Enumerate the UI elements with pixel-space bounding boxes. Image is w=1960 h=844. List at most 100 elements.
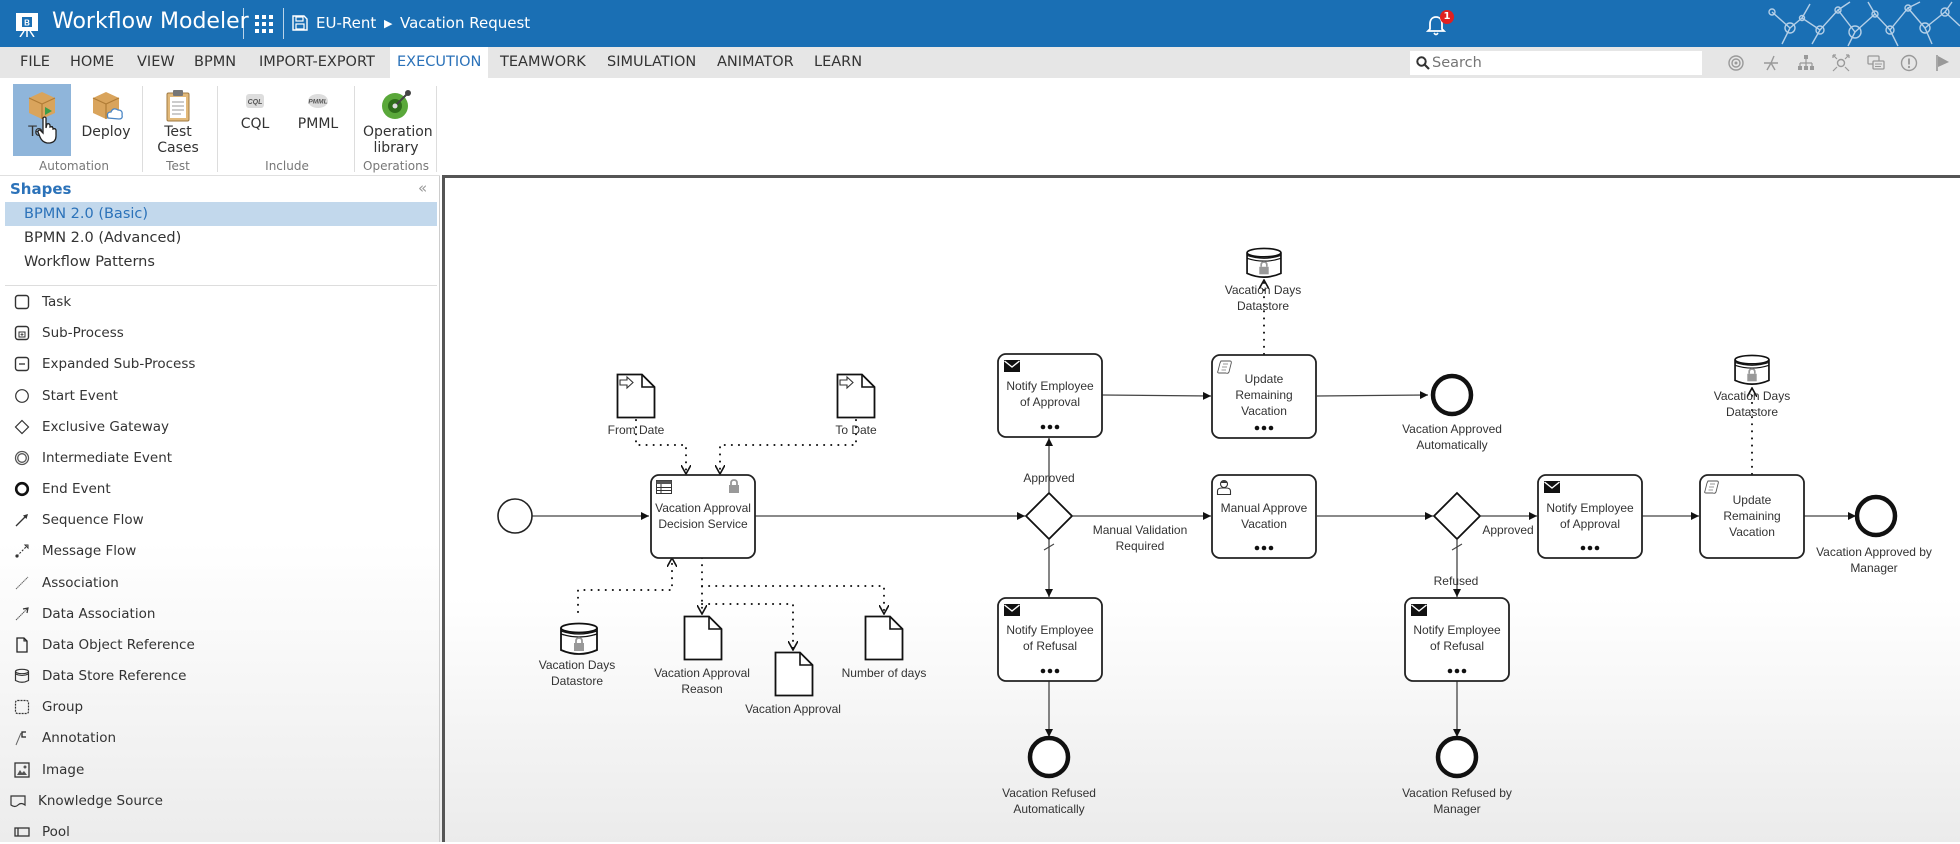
library-bpmn-advanced[interactable]: BPMN 2.0 (Advanced) xyxy=(24,230,182,246)
end-event-vacation-refused-by-manager[interactable]: Vacation Refused by Manager xyxy=(1402,735,1512,816)
task-notify-employee-of-approval-2[interactable]: Notify Employee of Approval xyxy=(1537,474,1643,559)
focus-icon[interactable] xyxy=(1832,54,1850,72)
task-label: of Refusal xyxy=(1430,639,1484,653)
menu-view[interactable]: VIEW xyxy=(137,54,175,70)
shape-label: Pool xyxy=(42,824,70,840)
start-event[interactable] xyxy=(497,498,533,534)
divider xyxy=(0,175,440,176)
data-object-vacation-approval[interactable]: Vacation Approval xyxy=(745,651,841,717)
clipboard-icon xyxy=(166,90,190,122)
menu-bpmn[interactable]: BPMN xyxy=(194,54,237,70)
group-divider xyxy=(436,86,437,172)
pmml-icon: PMML xyxy=(308,94,328,108)
more-icon xyxy=(1580,545,1600,551)
shape-label: Group xyxy=(42,699,84,715)
alert-icon[interactable] xyxy=(1900,54,1918,72)
library-bpmn-basic[interactable]: BPMN 2.0 (Basic) xyxy=(5,202,437,226)
cql-button[interactable]: CQL CQL xyxy=(228,84,282,156)
bell-icon[interactable] xyxy=(1426,14,1446,36)
group-label-automation: Automation xyxy=(39,159,109,173)
end-event-label: Automatically xyxy=(1416,438,1487,452)
breadcrumb-diagram[interactable]: Vacation Request xyxy=(400,14,531,32)
group-label-operations: Operations xyxy=(363,159,429,173)
data-object-icon xyxy=(774,651,814,697)
flag-icon[interactable] xyxy=(1934,54,1952,72)
task-notify-employee-of-refusal-2[interactable]: Notify Employee of Refusal xyxy=(1404,597,1510,682)
search-input[interactable] xyxy=(1432,53,1692,73)
end-event-vacation-approved-by-manager[interactable]: Vacation Approved by Manager xyxy=(1816,494,1932,575)
business-rule-icon xyxy=(656,480,672,494)
flow-notify-approval1-to-update1[interactable] xyxy=(1101,391,1212,400)
exclusive-gateway-1[interactable] xyxy=(1024,491,1074,541)
target-icon[interactable] xyxy=(1727,54,1745,72)
data-object-label: Vacation Approval xyxy=(654,666,750,680)
data-store-vacation-days-1[interactable]: Vacation Days Datastore xyxy=(539,622,615,689)
menu-home[interactable]: HOME xyxy=(70,54,114,70)
data-store-label: Vacation Days xyxy=(1225,283,1301,297)
end-event-vacation-approved-automatically[interactable]: Vacation Approved Automatically xyxy=(1402,373,1502,452)
hierarchy-icon[interactable] xyxy=(1797,54,1815,72)
explore-icon[interactable] xyxy=(1762,54,1780,72)
data-store-vacation-days-3[interactable]: Vacation Days Datastore xyxy=(1714,354,1790,419)
data-object-vacation-approval-reason[interactable]: Vacation Approval Reason xyxy=(654,615,750,697)
comments-icon[interactable] xyxy=(1867,54,1885,72)
title-bar: B Workflow Modeler EU-Rent ▶ Vacation Re… xyxy=(0,0,1960,47)
end-event-vacation-refused-automatically[interactable]: Vacation Refused Automatically xyxy=(1002,735,1096,816)
flow-label-approved: Approved xyxy=(1023,471,1074,485)
data-object-number-of-days[interactable]: Number of days xyxy=(842,615,927,681)
task-notify-employee-of-refusal-1[interactable]: Notify Employee of Refusal xyxy=(997,597,1103,682)
send-task-icon xyxy=(1544,481,1560,493)
task-vacation-approval-decision-service[interactable]: Vacation Approval Decision Service xyxy=(650,474,756,559)
menu-animator[interactable]: ANIMATOR xyxy=(717,54,794,70)
network-decoration-icon xyxy=(1768,1,1960,47)
menu-execution[interactable]: EXECUTION xyxy=(390,47,489,78)
data-object-icon xyxy=(683,615,723,661)
data-object-to-date[interactable]: To Date xyxy=(835,373,877,438)
end-event-label: Vacation Refused by xyxy=(1402,786,1512,800)
data-object-label: To Date xyxy=(835,423,877,437)
collapse-panel-button[interactable]: « xyxy=(418,179,428,197)
operation-library-button[interactable]: Operation library xyxy=(360,84,433,156)
data-store-vacation-days-2[interactable]: Vacation Days Datastore xyxy=(1225,247,1301,313)
task-update-remaining-vacation-2[interactable]: Update Remaining Vacation xyxy=(1699,474,1805,559)
send-task-icon xyxy=(1411,604,1427,616)
menu-import-export[interactable]: IMPORT-EXPORT xyxy=(259,54,375,70)
task-update-remaining-vacation-1[interactable]: Update Remaining Vacation xyxy=(1211,354,1317,439)
data-store-label: Vacation Days xyxy=(1714,389,1790,403)
exclusive-gateway-2[interactable] xyxy=(1432,491,1482,541)
group-icon xyxy=(14,699,30,715)
task-label: Decision Service xyxy=(658,517,748,531)
menu-teamwork[interactable]: TEAMWORK xyxy=(500,54,586,70)
assoc-to-date[interactable] xyxy=(720,419,857,475)
task-label: Vacation Approval xyxy=(655,501,751,515)
start-event-icon xyxy=(15,389,29,403)
divider xyxy=(243,8,244,39)
shape-label: Sequence Flow xyxy=(42,512,144,528)
breadcrumb-project[interactable]: EU-Rent xyxy=(316,14,377,32)
test-cases-button[interactable]: Test Cases xyxy=(150,84,206,156)
save-icon[interactable] xyxy=(292,15,308,31)
data-object-from-date[interactable]: From Date xyxy=(608,373,665,438)
assoc-decision-to-approval[interactable] xyxy=(701,603,793,651)
shape-label: Data Object Reference xyxy=(42,637,195,653)
menu-file[interactable]: FILE xyxy=(20,54,50,70)
association-icon xyxy=(15,576,29,590)
task-notify-employee-of-approval-1[interactable]: Notify Employee of Approval xyxy=(997,353,1103,438)
pmml-button[interactable]: PMML PMML xyxy=(290,84,346,156)
assoc-from-date[interactable] xyxy=(635,419,686,475)
library-workflow-patterns[interactable]: Workflow Patterns xyxy=(24,254,155,270)
data-store-icon xyxy=(1246,247,1282,278)
sequence-flows xyxy=(532,391,1856,737)
deploy-button[interactable]: Deploy xyxy=(77,84,135,156)
task-label: Vacation xyxy=(1241,404,1287,418)
diagram-canvas[interactable] xyxy=(442,175,1960,842)
menu-simulation[interactable]: SIMULATION xyxy=(607,54,697,70)
group-label-include: Include xyxy=(265,159,309,173)
menu-learn[interactable]: LEARN xyxy=(814,54,863,70)
expanded-sub-process-icon xyxy=(14,356,30,372)
search-box[interactable] xyxy=(1410,51,1702,75)
apps-grid-icon[interactable] xyxy=(254,14,274,34)
task-manual-approve-vacation[interactable]: Manual Approve Vacation xyxy=(1211,474,1317,559)
flow-update1-to-end-approved-auto[interactable] xyxy=(1316,391,1429,400)
